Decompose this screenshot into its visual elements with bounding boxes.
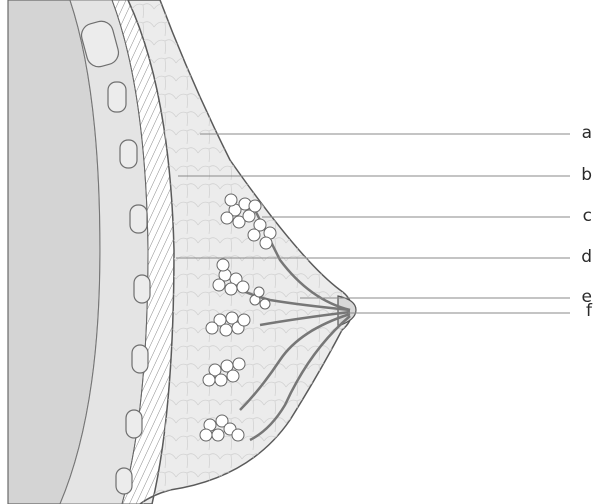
label-d: d bbox=[581, 247, 592, 267]
label-a: a bbox=[582, 123, 592, 143]
label-b: b bbox=[581, 165, 592, 185]
nipple bbox=[338, 296, 356, 326]
label-f: f bbox=[586, 301, 592, 321]
label-c: c bbox=[583, 206, 592, 226]
